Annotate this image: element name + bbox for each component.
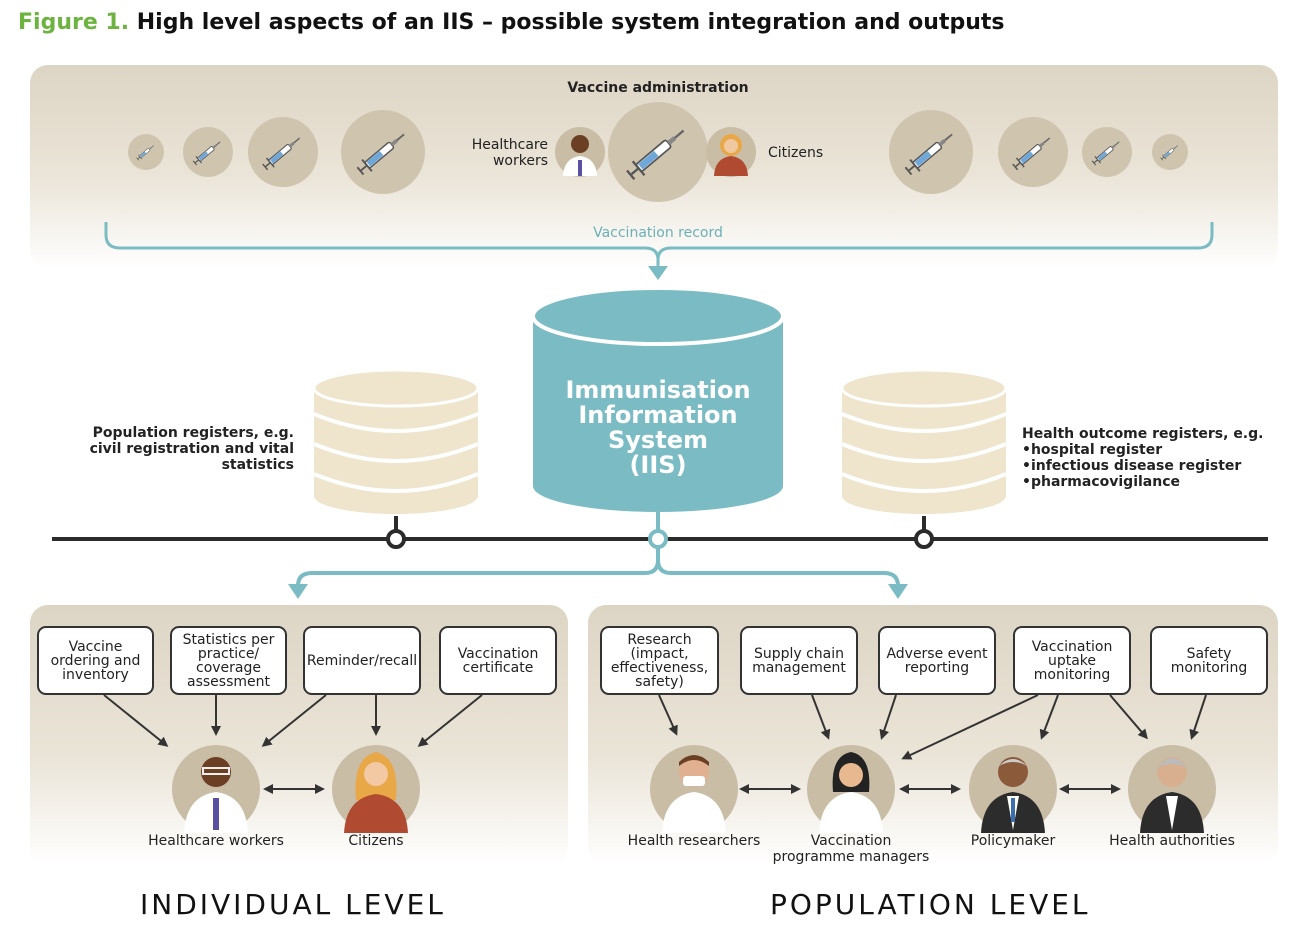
arrow-icon-down xyxy=(648,266,668,280)
programme-manager-avatar xyxy=(807,745,895,833)
arrow-icon-right-output xyxy=(888,584,908,599)
iis-title: Immunisation Information System (IIS) xyxy=(565,376,751,479)
vaccine-ordering-box: Vaccine ordering and inventory xyxy=(37,626,154,695)
healthcare-workers-label: Healthcare workers xyxy=(148,833,284,849)
population-level-heading: POPULATION LEVEL xyxy=(770,888,1091,921)
syringe-icon-5 xyxy=(889,110,973,194)
citizen-avatar xyxy=(332,745,420,833)
vaccination-record-bracket xyxy=(104,222,1214,272)
individual-level-heading: INDIVIDUAL LEVEL xyxy=(140,888,446,921)
reminder-recall-box: Reminder/recall xyxy=(303,626,421,695)
health-outcome-item: infectious disease register xyxy=(1022,458,1282,474)
figure-title: Figure 1. High level aspects of an IIS –… xyxy=(18,10,1004,35)
connector-node-right xyxy=(914,529,934,549)
vaccination-certificate-box: Vaccination certificate xyxy=(439,626,557,695)
health-outcome-item: pharmacovigilance xyxy=(1022,474,1282,490)
health-researcher-avatar xyxy=(650,745,738,833)
figure-number: Figure 1. xyxy=(18,10,130,35)
citizens-label: Citizens xyxy=(348,833,404,849)
policymaker-avatar xyxy=(969,745,1057,833)
database-icon-population xyxy=(312,368,480,514)
health-outcome-registers: Health outcome registers, e.g. hospital … xyxy=(1022,426,1282,490)
individual-arrows xyxy=(103,694,483,794)
vaccine-administration-label: Vaccine administration xyxy=(567,80,749,96)
population-arrows xyxy=(658,694,1207,794)
programme-managers-label: Vaccination programme managers xyxy=(772,833,930,865)
research-box: Research (impact, effectiveness, safety) xyxy=(600,626,719,695)
health-authority-avatar xyxy=(1128,745,1216,833)
health-outcome-item: hospital register xyxy=(1022,442,1282,458)
safety-monitoring-box: Safety monitoring xyxy=(1150,626,1268,695)
supply-chain-box: Supply chain management xyxy=(740,626,858,695)
health-authorities-label: Health authorities xyxy=(1109,833,1235,849)
syringe-icon-4 xyxy=(341,110,425,194)
uptake-monitoring-box: Vaccination uptake monitoring xyxy=(1013,626,1131,695)
syringe-icon-8 xyxy=(1152,134,1188,170)
vaccination-record-label: Vaccination record xyxy=(593,225,723,241)
database-icon-health-outcome xyxy=(840,368,1008,514)
syringe-icon-1 xyxy=(128,134,164,170)
figure-caption: High level aspects of an IIS – possible … xyxy=(136,10,1005,35)
syringe-icon-center xyxy=(608,102,708,202)
connector-node-iis xyxy=(648,529,668,549)
output-split-arrows xyxy=(296,547,900,590)
syringe-icon-7 xyxy=(1082,127,1132,177)
health-outcome-title: Health outcome registers, e.g. xyxy=(1022,426,1264,442)
syringe-icon-3 xyxy=(248,117,318,187)
healthcare-worker-icon-top xyxy=(555,127,605,177)
population-registers-label: Population registers, e.g. civil registr… xyxy=(89,425,294,473)
healthcare-workers-label-top: Healthcare workers xyxy=(471,137,548,169)
syringe-icon-2 xyxy=(183,127,233,177)
citizens-label-top: Citizens xyxy=(768,145,824,161)
arrow-icon-left-output xyxy=(288,584,308,599)
syringe-icon-6 xyxy=(998,117,1068,187)
health-researchers-label: Health researchers xyxy=(627,833,761,849)
connector-node-left xyxy=(386,529,406,549)
adverse-event-box: Adverse event reporting xyxy=(878,626,996,695)
statistics-box: Statistics per practice/ coverage assess… xyxy=(170,626,287,695)
healthcare-worker-avatar xyxy=(172,745,260,833)
citizen-icon-top xyxy=(706,127,756,177)
database-icon-iis xyxy=(531,286,785,512)
policymaker-label: Policymaker xyxy=(970,833,1056,849)
